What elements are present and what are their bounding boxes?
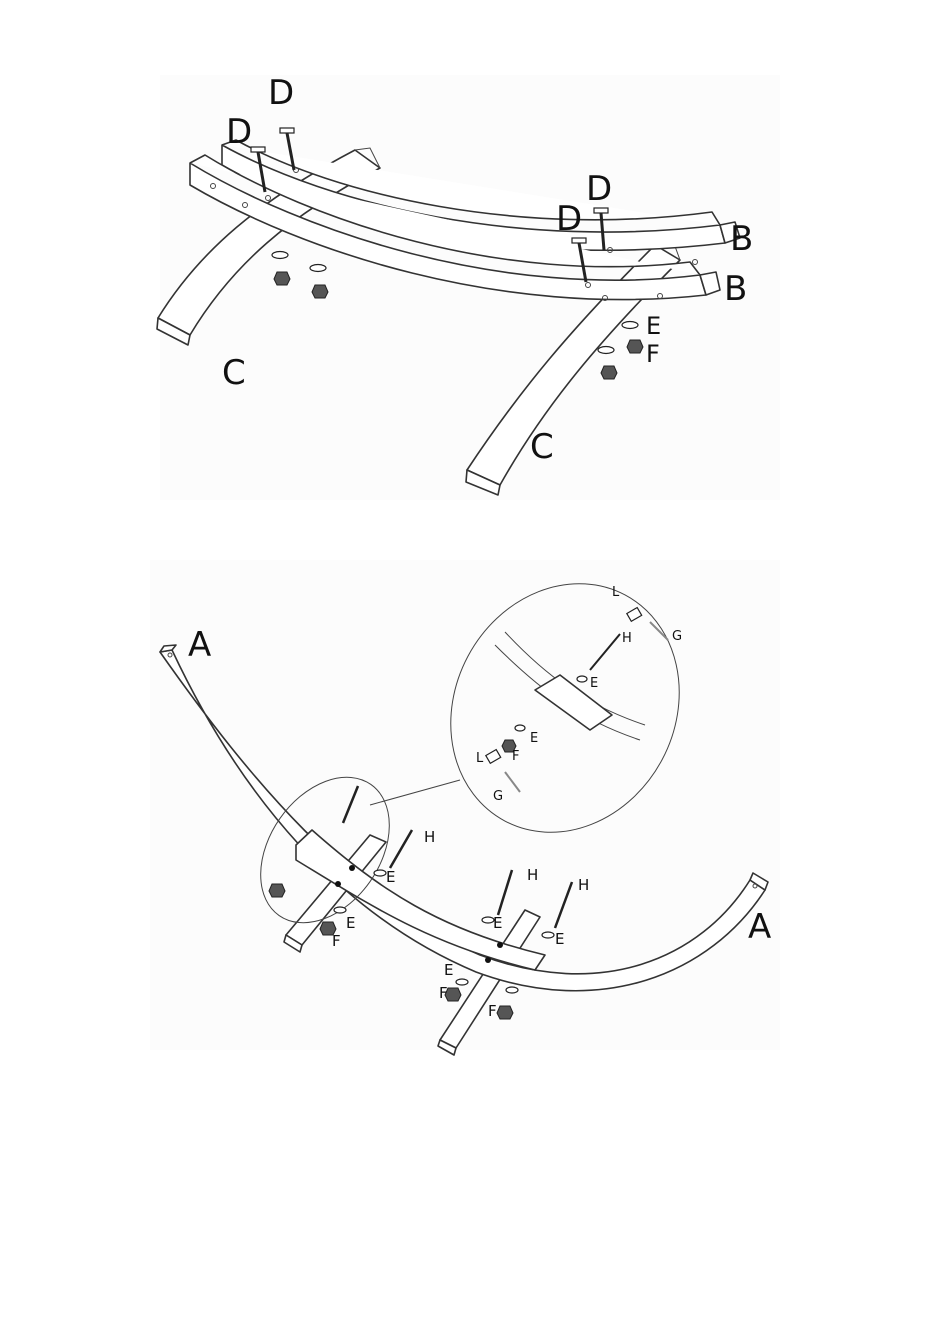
detail-label-e-top: E [590,676,598,691]
label-f: F [646,340,660,368]
label-e-1: E [386,868,395,886]
detail-label-l-top: L [612,585,620,600]
label-e-2: E [346,914,355,932]
label-c-right: C [530,427,554,467]
detail-label-g-bottom: G [493,789,503,804]
label-d-right-1: D [586,169,612,209]
label-e-5: E [444,961,453,979]
detail-label-g-top: G [672,629,682,644]
label-c-left: C [222,353,246,393]
label-a-right: A [748,907,771,947]
label-f-2: F [439,984,448,1002]
label-b-upper: B [730,219,753,259]
hole-3 [497,942,503,948]
hole-4 [485,957,491,963]
figure-1-stand-assembly: D D D D B B C C E F [157,73,780,500]
detail-label-h-top: H [622,631,632,646]
label-f-1: F [332,932,341,950]
label-h-1: H [424,828,435,846]
hole-2 [335,881,341,887]
label-h-2: H [527,866,538,884]
hole-1 [349,865,355,871]
label-d-right-2: D [556,199,582,239]
detail-label-f-mid: F [512,749,519,764]
label-e-4: E [555,930,564,948]
label-e-3: E [493,914,502,932]
label-f-3: F [488,1002,497,1020]
label-e: E [646,312,661,340]
label-b-lower: B [724,269,747,309]
label-d-top-left: D [226,112,252,152]
label-a-left: A [188,625,211,665]
label-h-3: H [578,876,589,894]
detail-label-l-bottom: L [476,751,484,766]
figure-2-arc-assembly: A A H H H E E E E E F F F L G H E E F L … [150,543,780,1055]
label-d-top-mid: D [268,73,294,113]
figure-2-background [150,560,780,1050]
detail-label-e-mid: E [530,731,538,746]
